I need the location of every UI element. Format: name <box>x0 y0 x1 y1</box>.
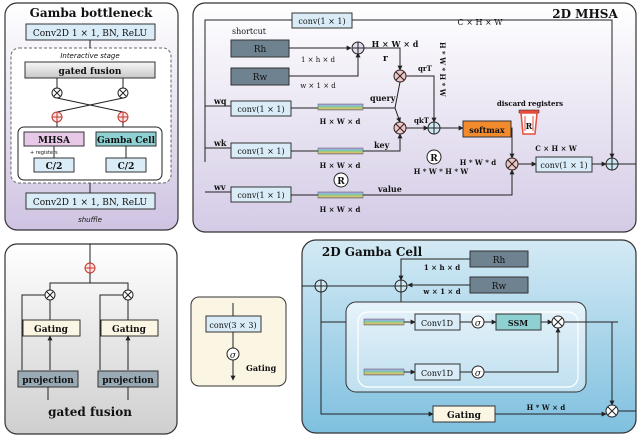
gf-projection-left-label: projection <box>22 376 74 386</box>
r-circle-2-label: R <box>337 177 345 187</box>
wv-label: wv <box>213 182 226 192</box>
gf-gating-right-label: Gating <box>112 325 147 335</box>
conv-k-label: conv(1 × 1) <box>237 147 284 156</box>
chw-top-label: C × H × W <box>458 18 504 27</box>
shuffle-label: shuffle <box>78 216 102 224</box>
tensor-q <box>317 103 364 111</box>
gated-fusion-box <box>24 61 156 79</box>
gf-projection-right-label: projection <box>102 376 154 386</box>
conv-q-label: conv(1 × 1) <box>237 105 284 114</box>
r-icon-label: R <box>526 121 533 131</box>
conv2d-bottom-box <box>25 192 156 210</box>
sigma-label: σ <box>230 351 237 361</box>
gamba-sigma-bot-label: σ <box>475 369 482 379</box>
mhsa-title: 2D MHSA <box>552 7 618 21</box>
hwd-r-label: H × W × d <box>372 39 419 49</box>
hwd-q-label: H × W × d <box>320 117 361 126</box>
ssm-label: SSM <box>508 318 528 328</box>
gamba-tensor-bot <box>363 368 405 376</box>
small-gating-label: Gating <box>246 363 277 373</box>
gamba-cell-panel: 2D Gamba Cell 1 × h × d w × 1 × d Rh Rw … <box>301 239 637 434</box>
hwhw-label: H * W * H * W <box>414 167 469 176</box>
rh-label: Rh <box>254 45 267 55</box>
gated-fusion-label: gated fusion <box>59 67 122 77</box>
r-label: r <box>383 54 388 64</box>
gf-title: gated fusion <box>48 405 132 419</box>
r-circle-1-label: R <box>430 154 438 164</box>
chw-mid-label: C × H × W <box>535 144 577 153</box>
interactive-stage-box <box>10 47 172 184</box>
tensor-v <box>317 191 364 199</box>
conv33-label: conv(3 × 3) <box>209 321 256 330</box>
softmax-label: softmax <box>469 125 505 135</box>
rw-dim: w × 1 × d <box>300 82 336 90</box>
hwhw-vertical-label: H * W * H * W <box>438 42 447 97</box>
registers-label: + registers <box>30 150 58 156</box>
conv-v-label: conv(1 × 1) <box>237 191 284 200</box>
key-label: key <box>374 140 390 150</box>
gamba-hwd-label: H * W × d <box>527 403 566 412</box>
hwd-out-label: H * W * d <box>460 158 497 167</box>
gamba-rw-label: Rw <box>492 282 507 292</box>
r-circle-1 <box>426 149 442 165</box>
gamba-inner-box <box>345 301 587 393</box>
softmax-box <box>462 120 512 138</box>
value-label: value <box>377 184 402 194</box>
gamba-sigma-top-label: σ <box>475 319 482 329</box>
gamba-cell-label: Gamba Cell <box>97 136 156 146</box>
conv1d-top-label: Conv1D <box>421 319 453 328</box>
trash-icon <box>518 109 540 135</box>
wk-label: wk <box>213 138 227 148</box>
gamba-title: 2D Gamba Cell <box>322 245 423 259</box>
discard-label: discard registers <box>497 99 563 108</box>
gamba-rw-dim: w × 1 × d <box>422 287 460 296</box>
mhsa-label: MHSA <box>38 136 71 146</box>
branch-group <box>17 126 163 181</box>
hwd-v-label: H × W × d <box>320 205 361 214</box>
gating-detail-panel: conv(3 × 3) σ Gating <box>190 296 287 387</box>
gated-fusion-panel: Gating Gating projection projection gate… <box>4 243 178 435</box>
rh-dim: 1 × h × d <box>301 56 336 64</box>
qr-label: qrT <box>418 64 433 73</box>
conv1d-bot-label: Conv1D <box>421 369 453 378</box>
r-circle-2 <box>333 172 349 188</box>
tensor-k <box>317 147 364 155</box>
rw-label: Rw <box>253 73 268 83</box>
wq-label: wq <box>213 96 227 106</box>
gamba-tensor-top <box>363 318 405 326</box>
qk-label: qkT <box>414 116 430 125</box>
conv-out-label: conv(1 × 1) <box>540 161 587 170</box>
c2-right-label: C/2 <box>118 162 135 172</box>
c2-left-label: C/2 <box>46 162 63 172</box>
gamba-bottleneck-panel: Gamba bottleneck Conv2D 1 × 1, BN, ReLU … <box>4 2 179 231</box>
gf-gating-left-label: Gating <box>34 325 69 335</box>
gamba-rh-label: Rh <box>493 256 506 266</box>
gamba-gating-label: Gating <box>447 411 482 421</box>
mhsa-2d-panel: 2D MHSA conv(1 × 1) C × H × W shortcut R… <box>192 2 637 233</box>
shortcut-label: shortcut <box>232 27 267 36</box>
bottleneck-title: Gamba bottleneck <box>30 6 153 20</box>
conv2d-bottom-label: Conv2D 1 × 1, BN, ReLU <box>33 198 148 208</box>
conv2d-top-label: Conv2D 1 × 1, BN, ReLU <box>33 29 148 39</box>
hwd-k-label: H × W × d <box>320 161 361 170</box>
conv-top-label: conv(1 × 1) <box>298 17 345 26</box>
query-label: query <box>370 93 396 103</box>
interactive-stage-label: Interactive stage <box>60 52 119 60</box>
gamba-rh-dim: 1 × h × d <box>424 263 460 272</box>
